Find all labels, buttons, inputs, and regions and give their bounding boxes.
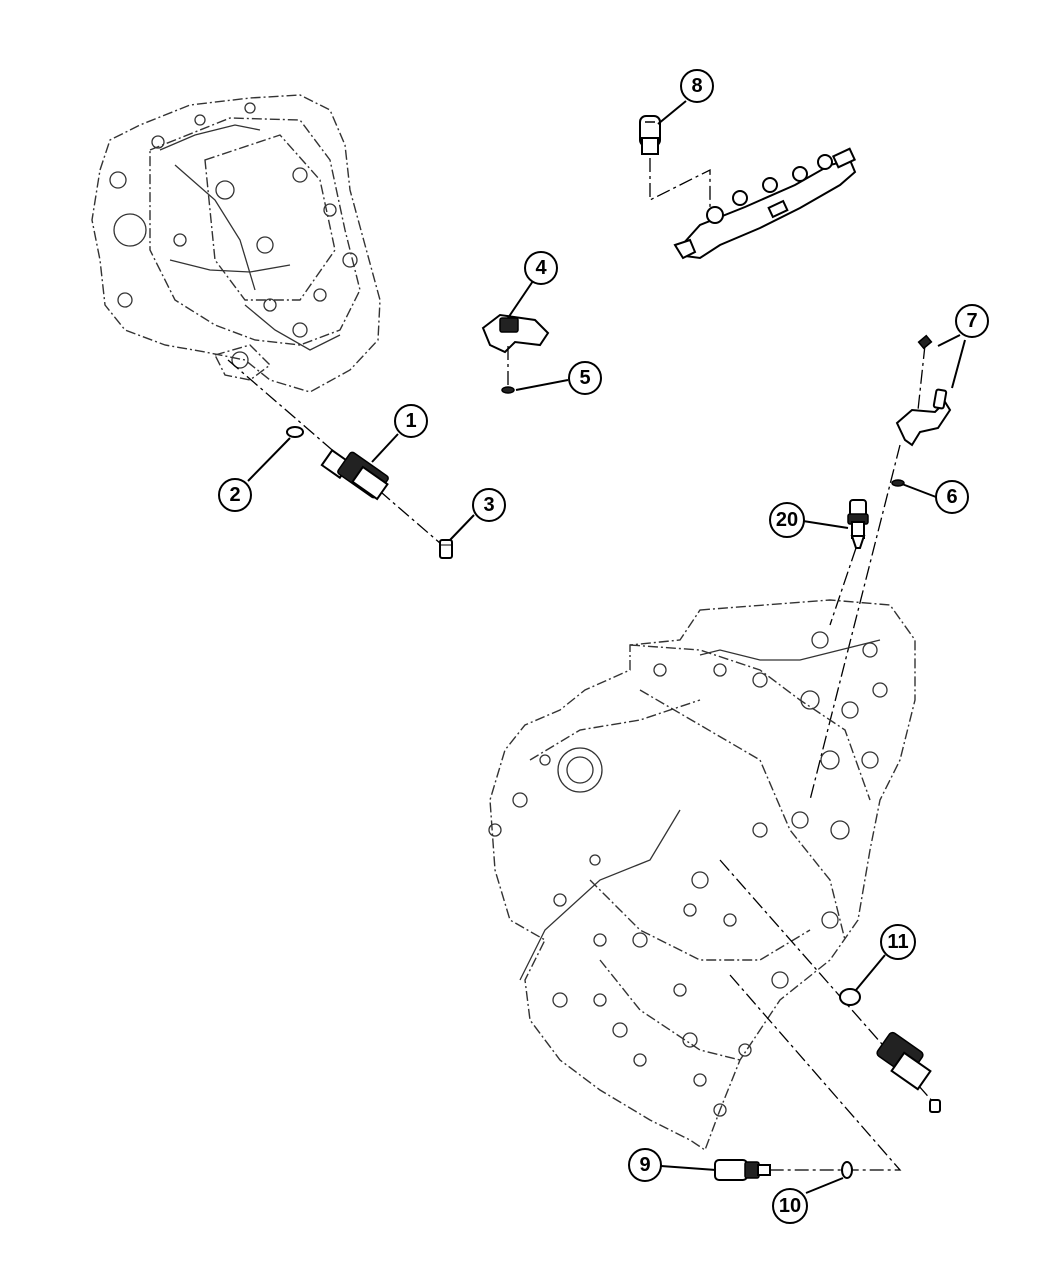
callout-11: 11: [880, 924, 916, 960]
callout-9-label: 9: [639, 1154, 650, 1176]
callout-11-label: 11: [887, 931, 908, 953]
front-cover-phantom: [91, 94, 381, 393]
callout-9: 9: [628, 1148, 662, 1182]
callout-4: 4: [524, 251, 558, 285]
o-ring-2: [286, 426, 304, 438]
centerline-sensor-20: [829, 547, 857, 626]
temp-sensor-part-20: [847, 499, 869, 549]
callout-2: 2: [218, 478, 252, 512]
sensor-part-1: [320, 448, 389, 501]
o-ring-part-10: [841, 1161, 853, 1179]
callout-1: 1: [394, 404, 428, 438]
callout-1-label: 1: [405, 410, 416, 432]
callout-5-label: 5: [579, 367, 590, 389]
centerline-sensor-9: [729, 974, 902, 1171]
callout-7: 7: [955, 304, 989, 338]
sensor-part-11-assembly: [876, 1031, 941, 1113]
callout-8: 8: [680, 69, 714, 103]
callout-5: 5: [568, 361, 602, 395]
callout-10: 10: [772, 1188, 808, 1224]
centerline-sensor-7: [809, 444, 901, 801]
sensor-part-7: [895, 334, 952, 447]
o-ring-part-6: [891, 479, 905, 487]
engine-block-phantom: [488, 599, 916, 1152]
centerline-rail: [649, 158, 711, 210]
callout-7-label: 7: [966, 310, 977, 332]
callout-8-label: 8: [691, 75, 702, 97]
washer-part-5: [501, 386, 515, 394]
o-ring-part-11: [839, 988, 861, 1006]
callout-2-label: 2: [229, 484, 240, 506]
bolt-part-3: [439, 539, 453, 559]
callout-6-label: 6: [946, 486, 957, 508]
callout-3-label: 3: [483, 494, 494, 516]
pressure-sensor-part-8: [639, 115, 661, 155]
callout-3: 3: [472, 488, 506, 522]
callout-6: 6: [935, 480, 969, 514]
callout-4-label: 4: [535, 257, 547, 279]
callout-20-label: 20: [776, 509, 798, 531]
sensor-part-9: [714, 1159, 771, 1181]
callout-20: 20: [769, 502, 805, 538]
leader-lines: [247, 100, 966, 1194]
fuel-rail: [673, 147, 857, 260]
callout-10-label: 10: [779, 1195, 801, 1217]
sensor-part-4: [481, 313, 550, 385]
